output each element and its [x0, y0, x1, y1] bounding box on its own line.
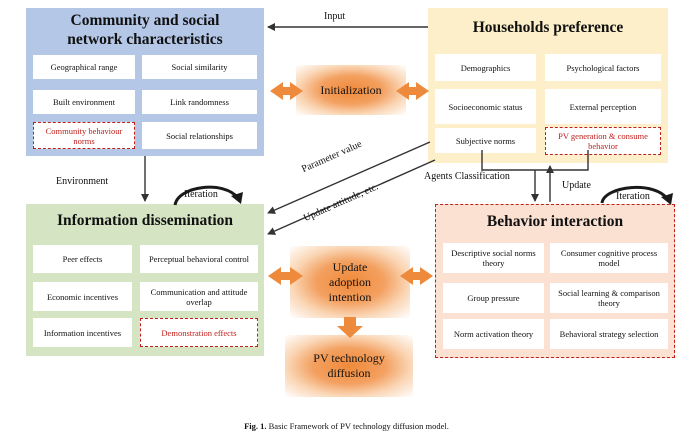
- pv-diffusion-node: PV technology diffusion: [285, 335, 413, 397]
- households-panel: Households preference Demographics Psych…: [428, 8, 668, 163]
- external-perception-box: External perception: [545, 89, 661, 124]
- agents-classification-connector: [481, 150, 589, 171]
- diffusion-line2: diffusion: [327, 366, 371, 380]
- community-behaviour-norms-box: Community behaviour norms: [33, 122, 135, 149]
- orange-double-arrow-update-left-icon: [268, 267, 303, 285]
- information-incentives-box: Information incentives: [33, 318, 132, 347]
- iteration-loop-right-icon: [600, 186, 670, 204]
- pv-generation-box: PV generation & consume behavior: [545, 127, 661, 155]
- initialization-label: Initialization: [320, 82, 382, 97]
- built-environment-box: Built environment: [33, 90, 135, 114]
- diffusion-line1: PV technology: [313, 351, 385, 365]
- input-label: Input: [324, 11, 346, 22]
- update-attitude-arrow: [267, 159, 436, 235]
- caption-prefix: Fig. 1.: [244, 421, 267, 431]
- subjective-norms-box: Subjective norms: [435, 128, 536, 153]
- consumer-cognitive-box: Consumer cognitive process model: [550, 243, 668, 273]
- orange-double-arrow-update-right-icon: [400, 267, 433, 285]
- behavior-title: Behavior interaction: [486, 213, 624, 230]
- agents-classification-label: Agents Classification: [424, 171, 510, 182]
- information-panel: Information dissemination Peer effects P…: [26, 204, 264, 356]
- iteration-loop-left-icon: [173, 185, 240, 206]
- social-similarity-box: Social similarity: [142, 55, 257, 79]
- perceptual-behavioral-control-box: Perceptual behavioral control: [140, 245, 258, 273]
- update-line1: Update: [332, 259, 368, 274]
- norm-activation-box: Norm activation theory: [443, 319, 544, 349]
- peer-effects-box: Peer effects: [33, 245, 132, 273]
- community-title-line1: Community and social: [70, 12, 220, 29]
- update-label: Update: [562, 180, 591, 191]
- iteration-left-label: Iteration: [184, 189, 218, 200]
- figure-caption: Fig. 1. Basic Framework of PV technology…: [0, 421, 693, 431]
- orange-double-arrow-init-right-icon: [396, 82, 429, 100]
- community-title: Community and social network characteris…: [26, 11, 264, 49]
- geographical-range-box: Geographical range: [33, 55, 135, 79]
- social-learning-box: Social learning & comparison theory: [550, 283, 668, 313]
- environment-label: Environment: [56, 176, 109, 187]
- update-line2: adoption: [329, 274, 371, 289]
- orange-double-arrow-init-left-icon: [270, 82, 303, 100]
- orange-down-arrow-icon: [337, 317, 363, 338]
- group-pressure-box: Group pressure: [443, 283, 544, 313]
- demographics-box: Demographics: [435, 54, 536, 81]
- community-panel: Community and social network characteris…: [26, 8, 264, 156]
- psychological-factors-box: Psychological factors: [545, 54, 661, 81]
- economic-incentives-box: Economic incentives: [33, 282, 132, 311]
- descriptive-norms-box: Descriptive social norms theory: [443, 243, 544, 273]
- update-adoption-node: Update adoption intention: [290, 246, 410, 318]
- update-line3: intention: [328, 289, 372, 304]
- demonstration-effects-box: Demonstration effects: [140, 318, 258, 347]
- information-title: Information dissemination: [56, 212, 234, 229]
- households-title: Households preference: [472, 19, 624, 36]
- behavioral-strategy-box: Behavioral strategy selection: [550, 319, 668, 349]
- caption-text: Basic Framework of PV technology diffusi…: [268, 421, 449, 431]
- link-randomness-box: Link randomness: [142, 90, 257, 114]
- behavior-panel: Behavior interaction Descriptive social …: [435, 204, 675, 358]
- initialization-node: Initialization: [296, 65, 406, 115]
- community-title-line2: network characteristics: [67, 31, 223, 48]
- social-relationships-box: Social relationships: [142, 122, 257, 149]
- parameter-value-arrow: [267, 141, 431, 214]
- iteration-right-label: Iteration: [616, 191, 650, 202]
- socioeconomic-status-box: Socioeconomic status: [435, 89, 536, 124]
- communication-attitude-overlap-box: Communication and attitude overlap: [140, 282, 258, 311]
